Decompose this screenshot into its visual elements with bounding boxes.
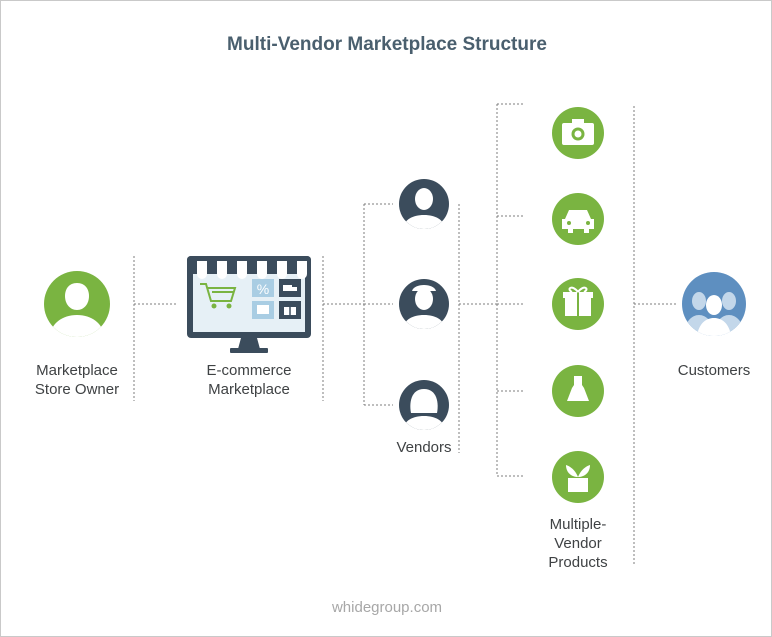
car-icon xyxy=(552,193,604,245)
connector-lines xyxy=(133,103,677,566)
vendor-man-icon xyxy=(399,179,449,229)
camera-icon xyxy=(552,107,604,159)
marketplace-label-line1: E-commerce xyxy=(206,362,291,379)
dress-icon xyxy=(552,365,604,417)
diagram-title: Multi-Vendor Marketplace Structure xyxy=(227,34,547,55)
plant-icon xyxy=(552,451,604,503)
vendor-man-hat-icon xyxy=(399,279,449,329)
vendor-woman-icon xyxy=(399,380,449,430)
marketplace-label-line2: Marketplace xyxy=(208,381,290,398)
owner-node: Marketplace Store Owner xyxy=(35,271,119,398)
products-label-line3: Products xyxy=(548,554,607,571)
svg-text:%: % xyxy=(257,281,269,297)
storefront-monitor-icon: % xyxy=(187,256,311,353)
customers-node: Customers xyxy=(678,272,751,379)
footer-credit: whidegroup.com xyxy=(331,599,442,616)
products-label-line2: Vendor xyxy=(554,535,602,552)
customers-label: Customers xyxy=(678,362,751,379)
products-label-line1: Multiple- xyxy=(550,516,607,533)
vendors-label: Vendors xyxy=(396,439,451,456)
marketplace-node: % E-commerce Marketplace xyxy=(187,256,311,398)
gift-icon xyxy=(552,278,604,330)
person-icon xyxy=(44,271,110,337)
products-node: Multiple- Vendor Products xyxy=(548,107,608,571)
customers-group-icon xyxy=(682,272,746,336)
vendors-node: Vendors xyxy=(396,179,452,456)
owner-label-line2: Store Owner xyxy=(35,381,119,398)
owner-label-line1: Marketplace xyxy=(36,362,118,379)
